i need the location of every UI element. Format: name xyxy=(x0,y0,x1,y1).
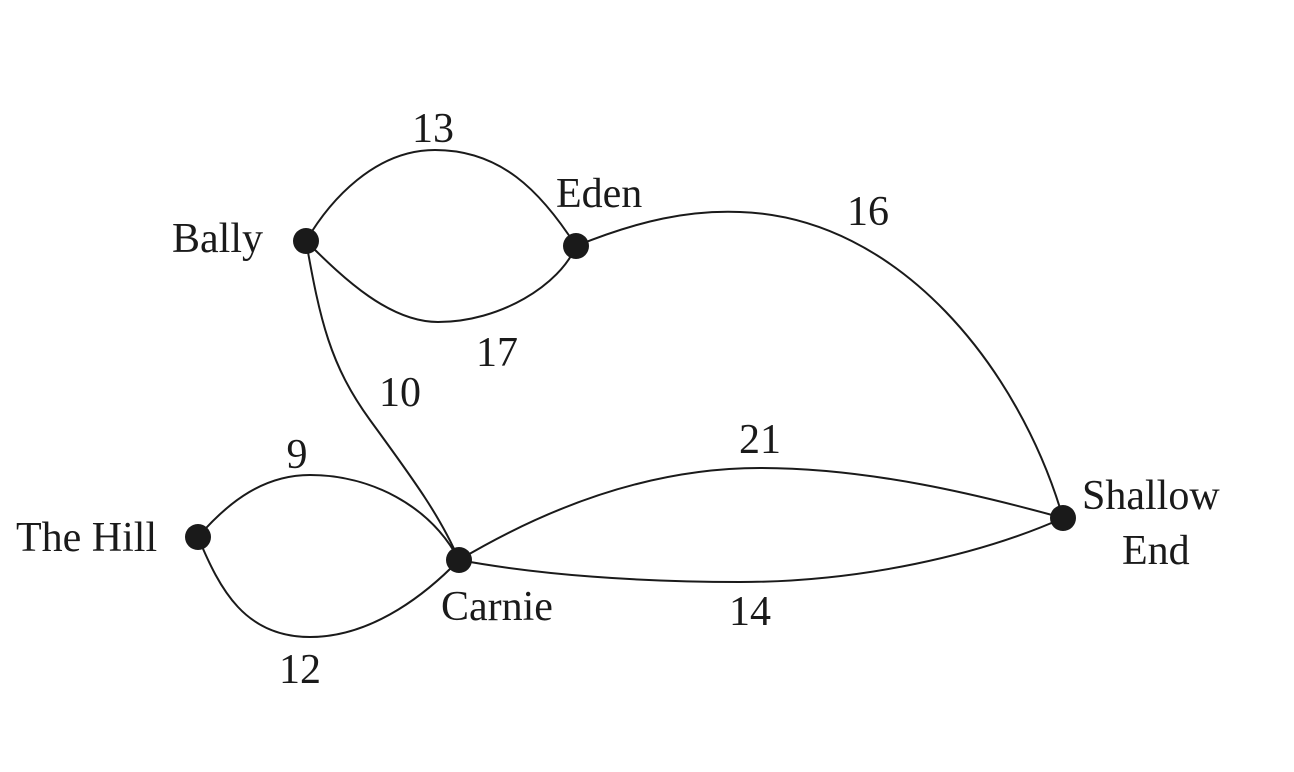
node-label-shallow-end-line-1: Shallow xyxy=(1082,473,1220,519)
node-label-carnie: Carnie xyxy=(441,584,553,630)
node-shallow-end xyxy=(1050,505,1076,531)
node-eden xyxy=(563,233,589,259)
edge-weight-hill-carnie-upper: 9 xyxy=(287,432,308,478)
node-the-hill xyxy=(185,524,211,550)
node-carnie xyxy=(446,547,472,573)
edge-weight-hill-carnie-lower: 12 xyxy=(279,647,321,693)
edge-weight-bally-eden-upper: 13 xyxy=(412,106,454,152)
node-bally xyxy=(293,228,319,254)
edge-weight-bally-carnie: 10 xyxy=(379,370,421,416)
edge-bally-carnie xyxy=(305,240,460,561)
edge-bally-eden-upper xyxy=(305,148,577,247)
edge-carnie-shallow-end-upper xyxy=(458,466,1064,561)
node-label-bally: Bally xyxy=(172,216,263,262)
edge-weight-carnie-shallow-end-lower: 14 xyxy=(729,589,771,635)
edge-weight-eden-shallow-end: 16 xyxy=(847,189,889,235)
edge-bally-eden-lower xyxy=(305,240,577,324)
edge-hill-carnie-upper xyxy=(197,473,460,561)
edge-hill-carnie-lower xyxy=(197,536,460,639)
node-label-the-hill: The Hill xyxy=(16,515,157,561)
node-label-shallow-end-line-2: End xyxy=(1122,528,1190,574)
edge-eden-shallow-end xyxy=(575,210,1064,519)
edge-weight-carnie-shallow-end-upper: 21 xyxy=(739,417,781,463)
edge-carnie-shallow-end-lower xyxy=(458,517,1064,584)
node-label-eden: Eden xyxy=(556,171,642,217)
edge-weight-bally-eden-lower: 17 xyxy=(476,330,518,376)
